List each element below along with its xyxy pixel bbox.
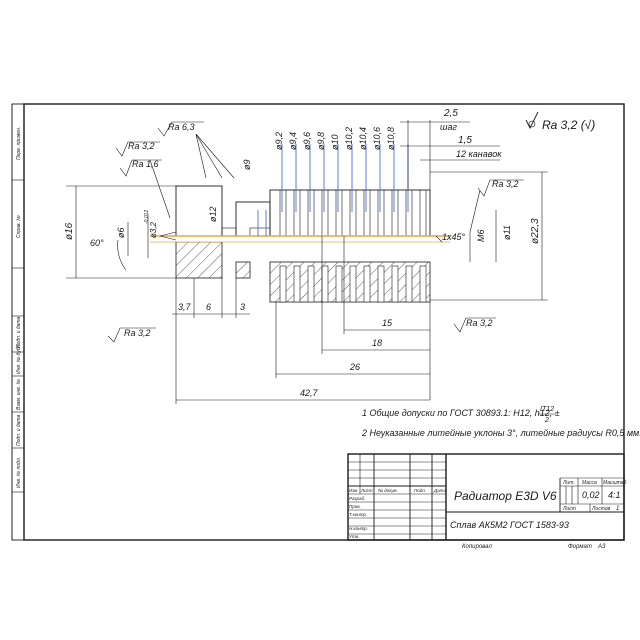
dim-fin-9: ø10,8 — [386, 127, 396, 150]
dim-d32: ø3,2 — [149, 221, 158, 238]
note-frac-num: IT12 — [540, 406, 554, 413]
general-roughness: Ra 3,2 (√) — [525, 111, 595, 132]
dim-37: 3,7 — [178, 302, 192, 312]
tb-col-podp: Подп. — [414, 488, 426, 493]
top-step-dims: 2,5 шаг 1,5 12 канавок — [400, 108, 502, 190]
ra16-text: Ra 1,6 — [132, 159, 159, 169]
note-1: 1 Общие допуски по ГОСТ 30893.1: Н12, h1… — [362, 408, 560, 418]
ra32c-text: Ra 3,2 — [124, 328, 151, 338]
tb-masshtab: 4:1 — [608, 490, 621, 500]
dim-fin-5: ø10 — [330, 134, 340, 150]
part-body — [150, 185, 450, 303]
note-frac-den: 2 — [544, 417, 549, 424]
tb-row-razrab: Разраб. — [349, 496, 365, 501]
dim-fin-6: ø10,2 — [344, 127, 354, 150]
stamp-sprav: Справ. № — [16, 215, 22, 238]
dim-fin-2: ø9,4 — [288, 132, 298, 150]
dim-d16: ø16 — [64, 222, 75, 240]
ra63-text: Ra 6,3 — [168, 122, 195, 132]
footer-labels: Копировал Формат А3 — [462, 544, 606, 550]
dim-18: 18 — [372, 338, 382, 348]
stamp-inv-podl: Инв. № подл. — [16, 457, 22, 488]
left-dims: ø16 ø6 ø3,2 -0,012 ø12 60° — [64, 185, 218, 279]
dim-fin-1: ø9,2 — [274, 132, 284, 150]
general-roughness-text: Ra 3,2 (√) — [542, 118, 595, 132]
dim-d6: ø6 — [116, 227, 126, 238]
dim-fin-4: ø9,8 — [316, 132, 326, 150]
title-block: Изм Лист № докум. Подп. Дата Разраб. Про… — [347, 453, 627, 541]
dim-26: 26 — [349, 362, 360, 372]
tb-title: Радиатор Е3D V6 — [454, 489, 557, 503]
dim-fin-7: ø10,4 — [358, 127, 368, 150]
tb-list-label: Лист — [562, 506, 576, 512]
fin-diameter-lines — [257, 144, 409, 236]
tb-hdr-lit: Лит. — [562, 480, 575, 486]
dim-fin-3: ø9,6 — [302, 132, 312, 150]
dim-m6: М6 — [476, 229, 486, 242]
dim-fin-8: ø10,6 — [372, 127, 382, 150]
dim-d12: ø12 — [208, 206, 218, 222]
tb-row-nkontr: Н.контр. — [349, 526, 368, 531]
fin-diameter-labels: ø9,2 ø9,4 ø9,6 ø9,8 ø10 ø10,2 ø10,4 ø10,… — [242, 127, 396, 170]
ra32a-text: Ra 3,2 — [128, 141, 155, 151]
right-dims: 1х45° М6 ø11 ø22,3 — [430, 171, 548, 301]
stamp-podp-2: Подп. и дата — [16, 414, 22, 446]
tb-listov-label: Листов — [591, 506, 611, 512]
tb-listov: 1 — [616, 506, 619, 512]
ra32b-text: Ra 3,2 — [492, 179, 519, 189]
tb-massa: 0,02 — [582, 490, 600, 500]
sheet-frame — [11, 103, 625, 541]
copied-label: Копировал — [462, 544, 492, 550]
dim-step-label: шаг — [440, 122, 457, 132]
dim-chamfer: 1х45° — [442, 232, 466, 242]
format-label: Формат — [568, 544, 592, 550]
tb-hdr-massa: Масса — [582, 480, 597, 486]
dim-427: 42,7 — [300, 388, 319, 398]
dim-15: 15 — [382, 318, 393, 328]
tb-col-data: Дата — [433, 488, 446, 493]
stamp-inv-dubl: Инв. № дубл. — [16, 343, 22, 374]
dim-step: 2,5 — [443, 108, 458, 119]
technical-notes: 1 Общие допуски по ГОСТ 30893.1: Н12, h1… — [361, 406, 640, 438]
stamp-perv-primen: Перв. примен. — [16, 127, 22, 160]
bottom-dims: 3,7 6 3 15 18 26 42,7 — [172, 236, 431, 404]
dim-tol: -0,012 — [144, 210, 150, 224]
tb-row-prov: Пров. — [349, 504, 361, 509]
dim-6: 6 — [206, 302, 211, 312]
format-value: А3 — [597, 544, 606, 550]
tb-col-ndoc: № докум. — [378, 488, 398, 493]
ra32d-text: Ra 3,2 — [466, 318, 493, 328]
side-stamps: Перв. примен. Справ. № Подп. и дата Инв.… — [16, 127, 22, 488]
tb-material: Сплав АК5М2 ГОСТ 1583-93 — [450, 520, 569, 530]
tb-hdr-masshtab: Масштаб — [603, 480, 627, 486]
tb-col-list: Лист — [360, 488, 373, 493]
tb-row-utv: Утв. — [349, 534, 359, 539]
note-2: 2 Неуказанные литейные уклоны 3°, литейн… — [361, 428, 640, 438]
dim-grooves: 12 канавок — [456, 149, 502, 159]
dim-groove-w: 1,5 — [458, 135, 472, 146]
dim-d11: ø11 — [502, 225, 512, 240]
dim-angle: 60° — [90, 238, 104, 248]
tb-row-tkontr: Т.контр. — [349, 512, 367, 517]
dim-3: 3 — [240, 302, 245, 312]
roughness-callouts: Ra 6,3 Ra 3,2 Ra 1,6 Ra 3,2 Ra 3,2 Ra 3,… — [107, 121, 524, 343]
dim-d9: ø9 — [242, 159, 252, 170]
dim-d223: ø22,3 — [530, 218, 541, 244]
tb-col-izm: Изм — [349, 488, 357, 493]
stamp-vzam: Взам. инв. № — [16, 378, 22, 410]
stamp-podp-1: Подп. и дата — [16, 316, 22, 348]
